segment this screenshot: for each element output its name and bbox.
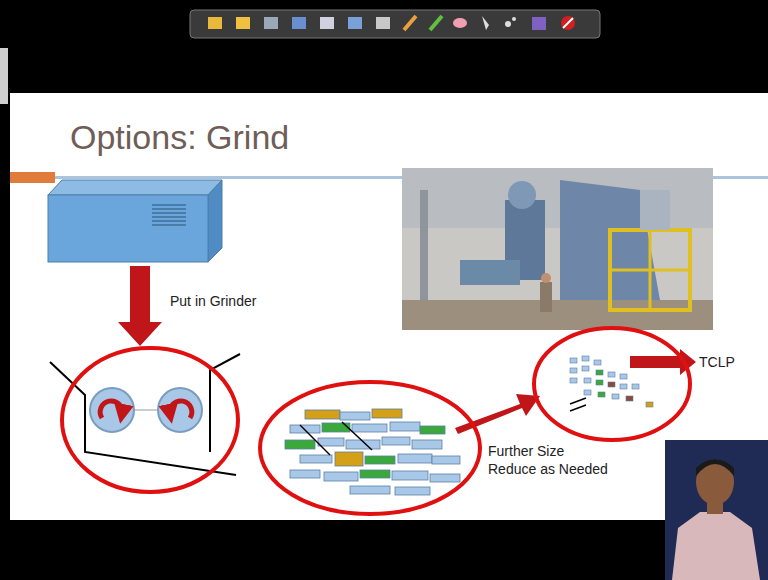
annotation-toolbar xyxy=(190,10,600,38)
accent-bar xyxy=(10,172,55,183)
down-arrow xyxy=(118,266,162,346)
step-label: Further Size Reduce as Needed xyxy=(488,442,613,478)
bottom-band xyxy=(0,520,768,580)
grinder-rollers xyxy=(90,388,202,432)
slide-title: Options: Grind xyxy=(70,118,289,157)
machine-box xyxy=(48,180,222,262)
side-tab xyxy=(0,48,8,104)
grinder-sketch xyxy=(50,354,240,475)
right-arrow xyxy=(455,394,540,434)
annotation-circles xyxy=(62,328,690,514)
output-label: TCLP xyxy=(699,353,735,371)
grinder-photo xyxy=(402,168,713,330)
shredded-pieces xyxy=(285,409,460,495)
presenter-video xyxy=(665,440,768,580)
slide-ground xyxy=(10,93,768,520)
top-band xyxy=(0,0,768,93)
step-label: Put in Grinder xyxy=(170,292,256,310)
